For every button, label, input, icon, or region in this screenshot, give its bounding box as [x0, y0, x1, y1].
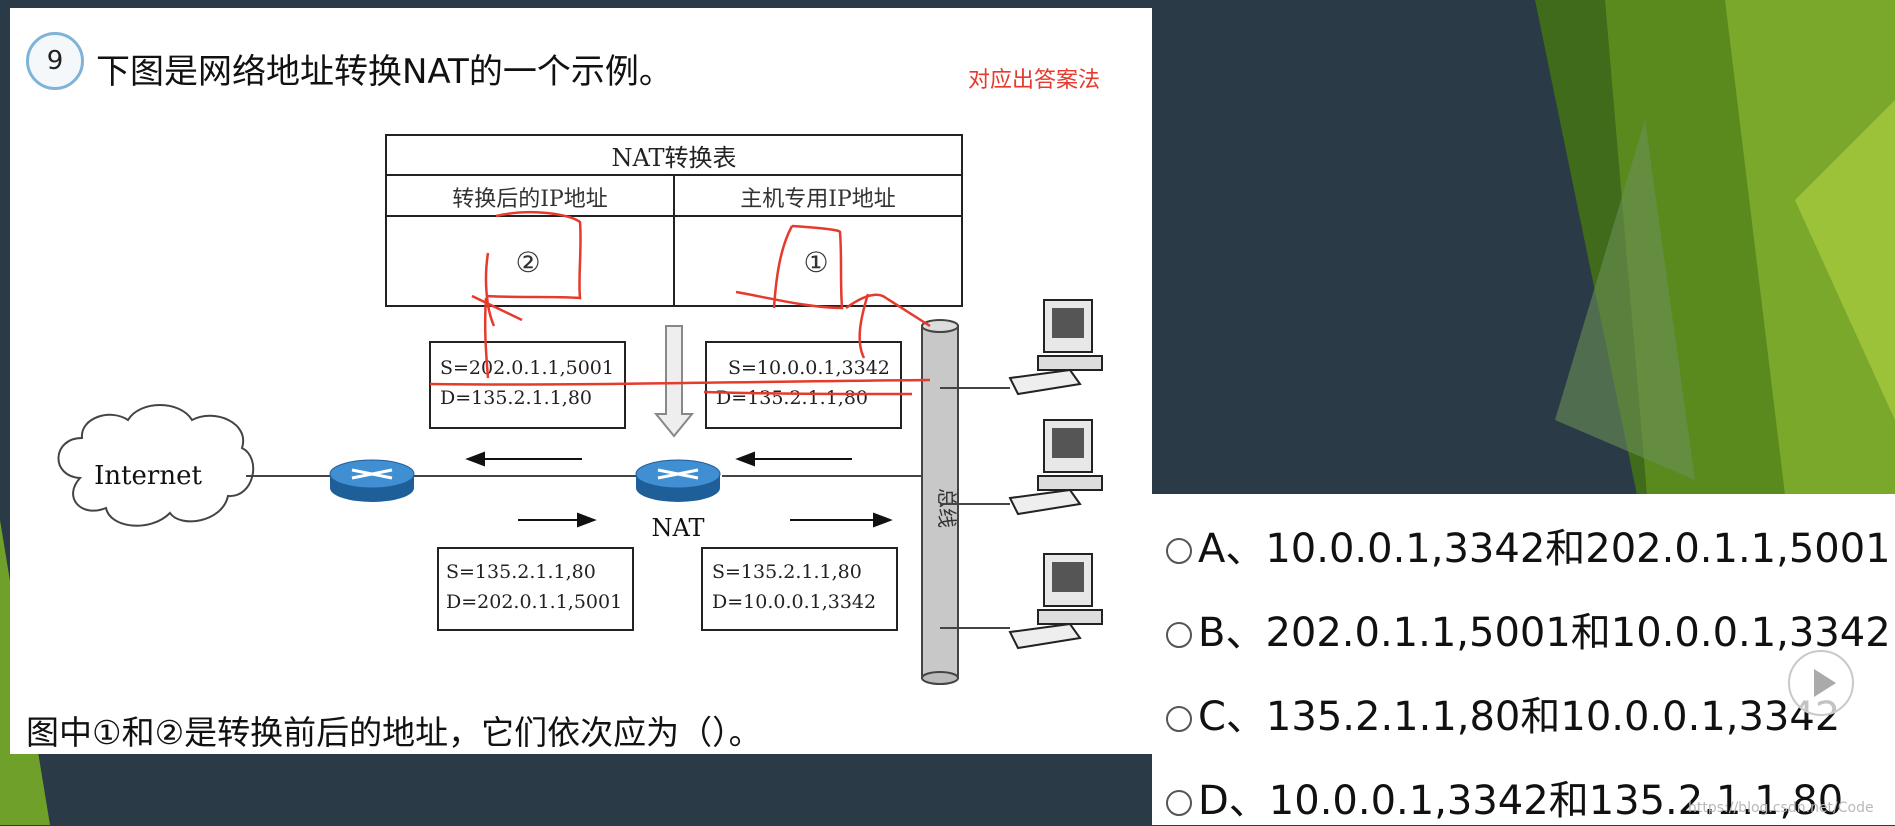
packet-in-left-dst: D=202.0.1.1,5001	[446, 591, 622, 613]
internet-label: Internet	[94, 461, 202, 491]
play-button-icon[interactable]	[1788, 650, 1854, 716]
answer-options-panel: A、10.0.0.1,3342和202.0.1.1,5001 B、202.0.1…	[1152, 494, 1895, 825]
packet-in-right-src: S=135.2.1.1,80	[712, 561, 862, 583]
option-c[interactable]: C、135.2.1.1,80和10.0.0.1,3342	[1166, 684, 1840, 742]
radio-icon[interactable]	[1166, 538, 1192, 564]
option-d-label: D、10.0.0.1,3342和135.2.1.1,80	[1198, 778, 1844, 824]
packet-in-right-dst: D=10.0.0.1,3342	[712, 591, 876, 613]
bus-label: 总线	[935, 488, 959, 528]
packet-out-right-dst: D=135.2.1.1,80	[716, 387, 868, 409]
nat-diagram: NAT转换表 转换后的IP地址 主机专用IP地址 ② ① S=202.0.1.1…	[57, 134, 1103, 685]
question-caption: 图中①和②是转换前后的地址，它们依次应为（）。	[26, 713, 762, 752]
radio-icon[interactable]	[1166, 706, 1192, 732]
bus-cylinder: 总线	[921, 319, 959, 685]
question-slide: 9 下图是网络地址转换NAT的一个示例。 对应出答案法 NAT转换表 转换后的I…	[10, 8, 1152, 754]
packet-in-left	[437, 547, 634, 631]
question-number: 9	[46, 46, 64, 76]
option-a-label: A、10.0.0.1,3342和202.0.1.1,5001	[1198, 526, 1891, 572]
col-translated-ip: 转换后的IP地址	[452, 187, 608, 212]
packet-in-right	[701, 547, 898, 631]
watermark-text: https://blog.csdn.net/Code	[1688, 800, 1874, 816]
packet-in-left-src: S=135.2.1.1,80	[446, 561, 596, 583]
nat-table-title: NAT转换表	[611, 144, 736, 172]
computer-icon	[1008, 419, 1103, 516]
question-title: 下图是网络地址转换NAT的一个示例。	[96, 52, 673, 92]
col-private-ip: 主机专用IP地址	[740, 187, 896, 212]
option-c-label: C、135.2.1.1,80和10.0.0.1,3342	[1198, 694, 1841, 740]
option-d[interactable]: D、10.0.0.1,3342和135.2.1.1,80	[1166, 768, 1843, 826]
flow-arrows	[465, 451, 893, 528]
nat-label: NAT	[651, 514, 704, 542]
marker-2: ②	[515, 246, 540, 279]
question-number-badge: 9	[26, 32, 84, 90]
packet-out-right-src: S=10.0.0.1,3342	[728, 357, 890, 379]
option-b[interactable]: B、202.0.1.1,5001和10.0.0.1,3342	[1166, 600, 1891, 658]
packet-out-right	[705, 341, 902, 429]
packet-out-left-dst: D=135.2.1.1,80	[440, 387, 592, 409]
option-a[interactable]: A、10.0.0.1,3342和202.0.1.1,5001	[1166, 516, 1891, 574]
radio-icon[interactable]	[1166, 790, 1192, 816]
red-annotations	[429, 211, 931, 396]
radio-icon[interactable]	[1166, 622, 1192, 648]
computer-icon	[1008, 299, 1103, 396]
packet-out-left-src: S=202.0.1.1,5001	[440, 357, 614, 379]
computer-icon	[1008, 553, 1103, 650]
down-arrow-icon	[653, 325, 695, 438]
router-icon	[329, 459, 415, 502]
marker-1: ①	[803, 246, 828, 279]
annotation-note: 对应出答案法	[968, 68, 1101, 93]
internet-cloud-icon: Internet	[57, 404, 255, 527]
nat-router-icon	[635, 459, 721, 502]
option-b-label: B、202.0.1.1,5001和10.0.0.1,3342	[1198, 610, 1891, 656]
